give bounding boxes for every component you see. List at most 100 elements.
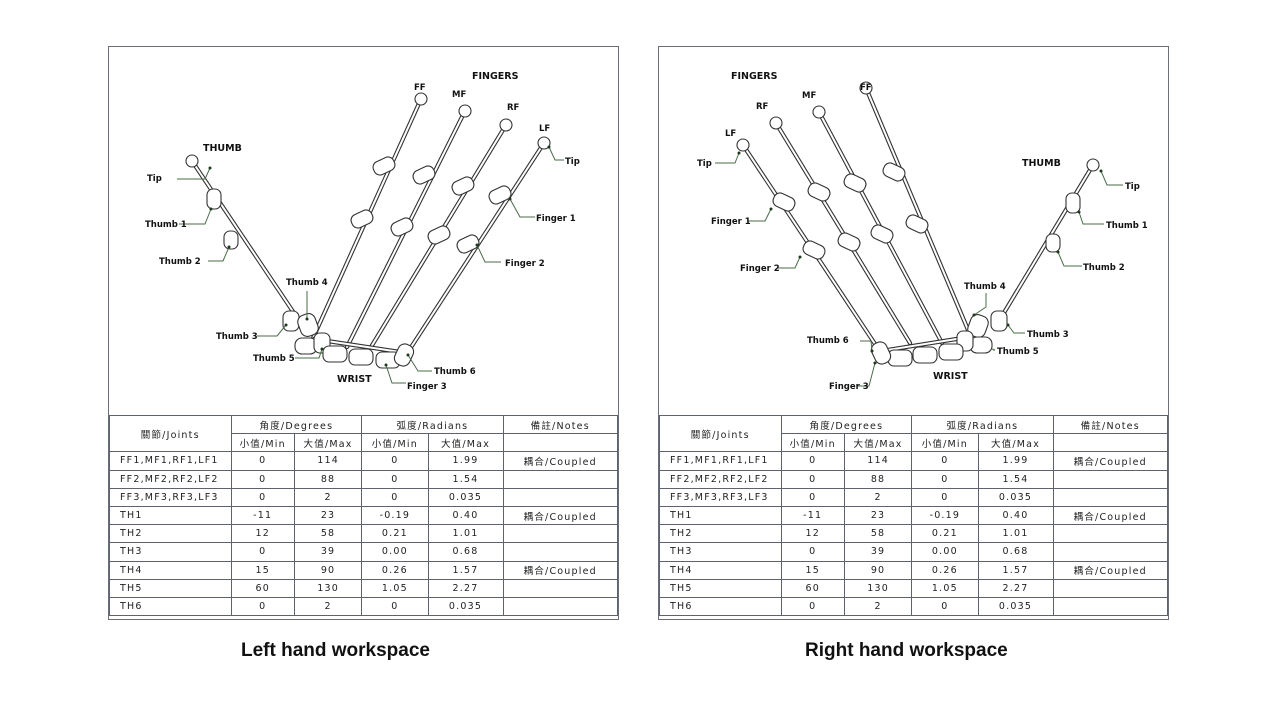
header-degrees: 角度/Degrees: [780, 414, 913, 435]
joint-cell: TH4: [659, 560, 782, 580]
deg-max-cell: 90: [293, 560, 363, 580]
rad-max-cell: 1.01: [977, 524, 1054, 544]
joint-cell: TH6: [109, 596, 232, 617]
fingers-title: FINGERS: [472, 71, 519, 82]
right-hand-diagram: FINGERS THUMB WRIST FF MF RF LF Tip Fing…: [659, 47, 1170, 415]
header-deg-min: 小值/Min: [230, 433, 295, 453]
note-cell: [1052, 524, 1169, 544]
deg-min-cell: 0: [780, 451, 845, 471]
ff-tip-ball: [414, 92, 428, 106]
header-notes-empty: [502, 433, 619, 453]
rad-max-cell: 0.40: [427, 505, 504, 526]
header-notes-empty: [1052, 433, 1169, 453]
deg-min-cell: 0: [780, 596, 845, 617]
rad-min-cell: 0: [361, 469, 429, 489]
callout-thumb2: Thumb 2: [1083, 263, 1125, 273]
deg-max-cell: 58: [293, 524, 363, 544]
right-hand-caption: Right hand workspace: [805, 640, 1008, 661]
note-cell: [502, 469, 619, 489]
left-joint-limits-table: 關節/Joints 角度/Degrees 弧度/Radians 備註/Notes…: [109, 414, 619, 617]
deg-min-cell: 0: [780, 469, 845, 489]
thumb-tip-ball: [1086, 158, 1100, 172]
callout-thumb2: Thumb 2: [159, 257, 201, 267]
note-cell: [502, 578, 619, 598]
rad-max-cell: 0.68: [427, 542, 504, 562]
rad-min-cell: 1.05: [911, 578, 979, 598]
rad-min-cell: 0.21: [911, 524, 979, 544]
deg-max-cell: 90: [843, 560, 913, 580]
wrist-joints: [870, 341, 964, 367]
joint-cell: TH5: [109, 578, 232, 598]
deg-max-cell: 2: [293, 487, 363, 507]
right-hand-panel: FINGERS THUMB WRIST FF MF RF LF Tip Fing…: [658, 46, 1169, 620]
mf-tip-ball: [812, 105, 826, 119]
header-radians: 弧度/Radians: [361, 414, 504, 435]
rad-min-cell: 0.26: [361, 560, 429, 580]
rad-max-cell: 0.40: [977, 505, 1054, 526]
deg-min-cell: -11: [780, 505, 845, 526]
rad-min-cell: 0: [911, 469, 979, 489]
callout-thumb3: Thumb 3: [1027, 330, 1069, 340]
header-radians: 弧度/Radians: [911, 414, 1054, 435]
joint-cell: TH5: [659, 578, 782, 598]
deg-max-cell: 130: [843, 578, 913, 598]
callout-thumb4: Thumb 4: [286, 278, 328, 288]
rad-max-cell: 0.035: [977, 487, 1054, 507]
callout-thumb1: Thumb 1: [1106, 221, 1148, 231]
deg-min-cell: 0: [230, 542, 295, 562]
note-cell: 耦合/Coupled: [502, 505, 619, 526]
joint-cell: FF1,MF1,RF1,LF1: [109, 451, 232, 471]
rf-tip-ball: [499, 118, 513, 132]
left-hand-caption: Left hand workspace: [241, 640, 430, 661]
note-cell: 耦合/Coupled: [502, 451, 619, 471]
deg-min-cell: 60: [780, 578, 845, 598]
callout-thumb6: Thumb 6: [807, 336, 849, 346]
rf-tip-ball: [769, 116, 783, 130]
rad-max-cell: 1.57: [977, 560, 1054, 580]
left-hand-kinematic-drawing: FINGERS THUMB WRIST FF MF RF LF Tip Fing…: [145, 71, 580, 392]
callout-thumb-tip: Tip: [1125, 182, 1140, 192]
rad-max-cell: 1.57: [427, 560, 504, 580]
callout-finger3: Finger 3: [829, 382, 869, 392]
note-cell: 耦合/Coupled: [1052, 505, 1169, 526]
note-cell: 耦合/Coupled: [1052, 451, 1169, 471]
callout-thumb6: Thumb 6: [434, 367, 476, 377]
joint-cell: TH2: [659, 524, 782, 544]
header-notes: 備註/Notes: [502, 414, 619, 435]
joint-cell: TH1: [109, 505, 232, 526]
deg-max-cell: 23: [293, 505, 363, 526]
joint-cell: TH1: [659, 505, 782, 526]
finger-name-mf: MF: [802, 91, 816, 101]
deg-max-cell: 2: [293, 596, 363, 617]
rad-max-cell: 0.035: [427, 487, 504, 507]
callout-finger2: Finger 2: [505, 259, 545, 269]
callout-thumb5: Thumb 5: [253, 354, 295, 364]
finger-joints: [350, 156, 512, 254]
deg-min-cell: 12: [230, 524, 295, 544]
note-cell: [502, 596, 619, 617]
note-cell: 耦合/Coupled: [1052, 560, 1169, 580]
callout-thumb1: Thumb 1: [145, 220, 187, 230]
deg-min-cell: -11: [230, 505, 295, 526]
lf-tip-ball: [736, 138, 750, 152]
rad-min-cell: 0: [911, 596, 979, 617]
header-rad-min: 小值/Min: [911, 433, 979, 453]
callout-thumb4: Thumb 4: [964, 282, 1006, 292]
rad-min-cell: 0.21: [361, 524, 429, 544]
deg-min-cell: 0: [780, 542, 845, 562]
wrist-label: WRIST: [933, 371, 968, 382]
callout-finger1: Finger 1: [536, 214, 576, 224]
rad-min-cell: 0: [911, 451, 979, 471]
rad-min-cell: 0.00: [361, 542, 429, 562]
deg-min-cell: 0: [230, 487, 295, 507]
deg-min-cell: 12: [780, 524, 845, 544]
wrist-joints: [322, 343, 415, 369]
